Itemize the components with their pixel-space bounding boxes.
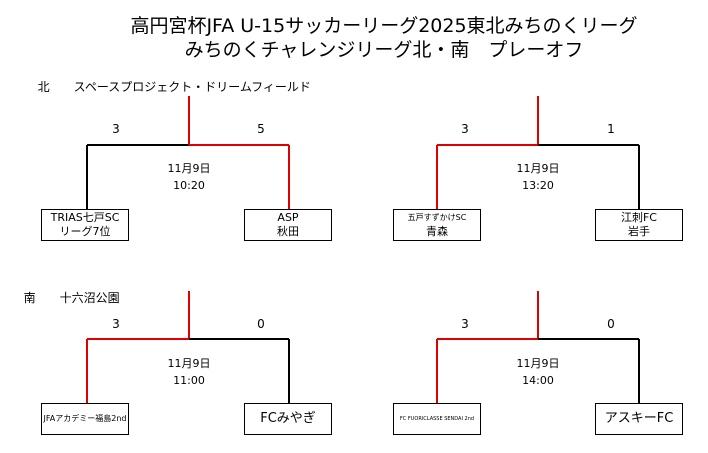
team-note: 青森 — [426, 225, 448, 238]
team-name: FC FUORICLASSE SENDAI 2nd — [399, 416, 475, 422]
home-score: 3 — [461, 122, 469, 136]
bracket-match-4 — [436, 291, 640, 404]
match-date: 11月9日 — [167, 162, 211, 175]
bracket-match-3 — [86, 291, 290, 404]
match-time: 13:20 — [522, 179, 554, 192]
venue-name: スペースプロジェクト・ドリームフィールド — [73, 80, 311, 94]
home-score: 3 — [461, 317, 469, 331]
team-name: JFAアカデミー福島2nd — [43, 414, 127, 423]
match-date: 11月9日 — [516, 162, 560, 175]
match-date: 11月9日 — [167, 357, 211, 370]
match-time: 10:20 — [173, 179, 205, 192]
team-name: 五戸すずかけSC — [407, 213, 467, 222]
away-score: 5 — [257, 122, 265, 136]
match-time: 14:00 — [522, 374, 554, 387]
venue-south: 南 十六沼公園 — [16, 277, 120, 305]
team-box-away: ASP 秋田 — [244, 209, 332, 241]
team-note: リーグ7位 — [59, 225, 111, 238]
team-box-away: FCみやぎ — [244, 403, 332, 435]
match-date: 11月9日 — [516, 357, 560, 370]
team-note: 秋田 — [277, 225, 299, 238]
venue-name: 十六沼公園 — [59, 291, 120, 305]
bracket-match-1 — [86, 96, 290, 210]
team-name: ASP — [277, 211, 299, 224]
title-line-1: 高円宮杯JFA U-15サッカーリーグ2025東北みちのくリーグ — [130, 15, 638, 37]
venue-region: 北 — [37, 80, 50, 94]
team-name: FCみやぎ — [260, 411, 316, 426]
home-score: 3 — [112, 317, 120, 331]
team-name: アスキーFC — [604, 411, 674, 426]
team-box-home: 五戸すずかけSC 青森 — [393, 209, 481, 241]
team-box-home: TRIAS七戸SC リーグ7位 — [41, 209, 129, 241]
home-score: 3 — [112, 122, 120, 136]
venue-north: 北 スペースプロジェクト・ドリームフィールド — [30, 66, 311, 94]
away-score: 0 — [257, 317, 265, 331]
team-note: 岩手 — [628, 225, 650, 238]
away-score: 1 — [607, 122, 615, 136]
venue-region: 南 — [23, 291, 36, 305]
team-box-home: FC FUORICLASSE SENDAI 2nd — [393, 403, 481, 435]
match-time: 11:00 — [173, 374, 205, 387]
title-line-2: みちのくチャレンジリーグ北・南 プレーオフ — [184, 39, 584, 61]
away-score: 0 — [607, 317, 615, 331]
bracket-match-2 — [436, 96, 640, 210]
team-name: 江刺FC — [620, 211, 657, 224]
team-box-away: 江刺FC 岩手 — [595, 209, 683, 241]
team-box-home: JFAアカデミー福島2nd — [41, 403, 129, 435]
team-box-away: アスキーFC — [595, 403, 683, 435]
team-name: TRIAS七戸SC — [50, 211, 120, 224]
